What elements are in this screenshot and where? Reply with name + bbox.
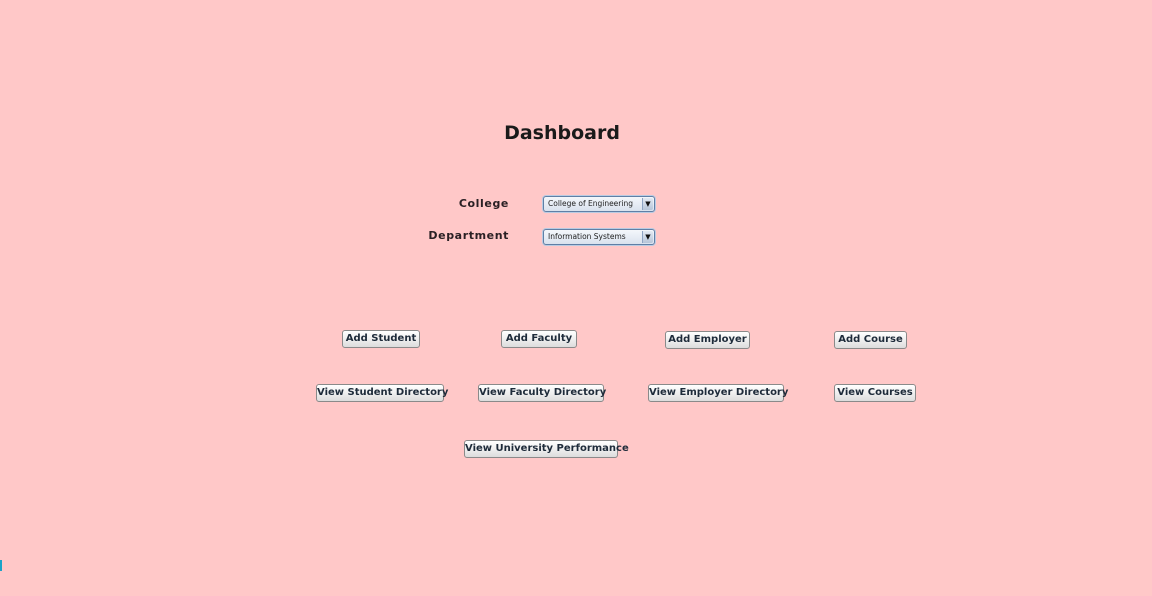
- view-faculty-directory-button[interactable]: View Faculty Directory: [478, 384, 606, 402]
- add-faculty-button[interactable]: Add Faculty: [501, 330, 577, 348]
- view-university-performance-button[interactable]: View University Performance: [464, 440, 629, 458]
- department-select[interactable]: Information Systems ▼: [543, 229, 655, 245]
- view-student-directory-button[interactable]: View Student Directory: [316, 384, 448, 402]
- page-title: Dashboard: [504, 122, 620, 144]
- add-course-button[interactable]: Add Course: [834, 331, 907, 349]
- chevron-down-icon[interactable]: ▼: [642, 198, 653, 210]
- college-select[interactable]: College of Engineering ▼: [543, 196, 655, 212]
- college-select-value: College of Engineering: [548, 199, 633, 208]
- college-label: College: [458, 197, 509, 210]
- chevron-down-icon[interactable]: ▼: [642, 231, 653, 243]
- add-student-button[interactable]: Add Student: [342, 330, 420, 348]
- view-courses-button[interactable]: View Courses: [834, 384, 916, 402]
- department-select-value: Information Systems: [548, 232, 626, 241]
- window-edge-marker: [0, 560, 2, 571]
- department-label: Department: [428, 229, 509, 242]
- view-employer-directory-button[interactable]: View Employer Directory: [648, 384, 788, 402]
- add-employer-button[interactable]: Add Employer: [665, 331, 750, 349]
